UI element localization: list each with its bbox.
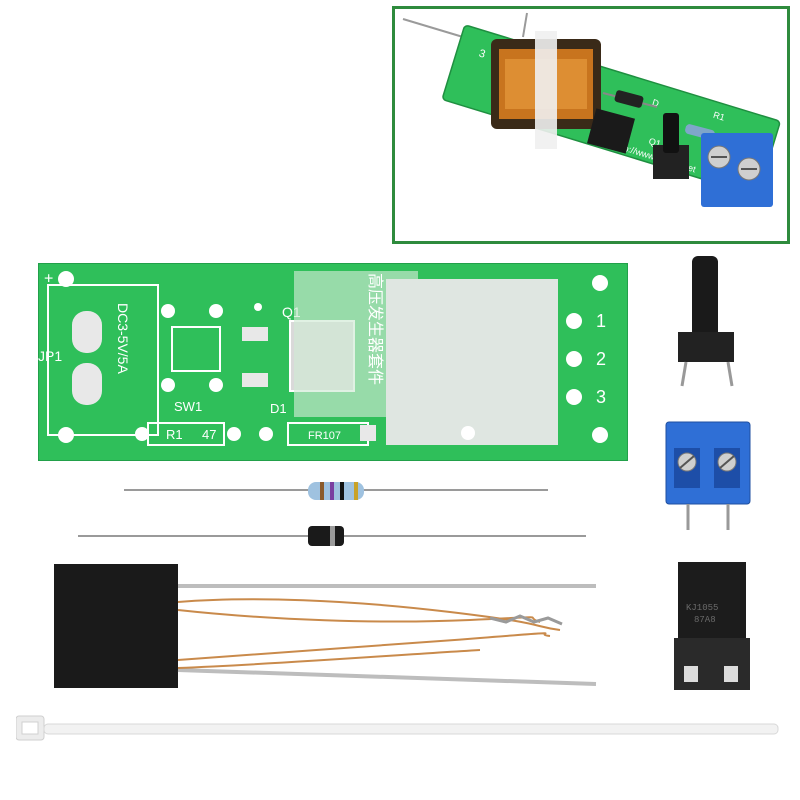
pin3-label: 3 bbox=[596, 387, 606, 407]
inset-terminal-block bbox=[701, 133, 773, 207]
diode-ref: D1 bbox=[270, 401, 287, 416]
side-chinese-label: 高压发生器套件 bbox=[366, 273, 384, 385]
hv-wire bbox=[522, 12, 528, 38]
minus-label: — bbox=[84, 426, 98, 442]
tactile-switch bbox=[678, 256, 734, 387]
inset-diode-ref: D bbox=[651, 97, 661, 109]
connector-ref: JP1 bbox=[38, 348, 62, 364]
bare-pcb: + — JP1 DC3-5V/5A SW1 Q1 D1 FR107 R1 47 bbox=[38, 263, 628, 461]
plus-label: + bbox=[44, 270, 53, 287]
inset-pin-label: 3 bbox=[477, 48, 486, 61]
sw1-footprint bbox=[171, 326, 221, 372]
cable-tie-part bbox=[16, 715, 779, 741]
mosfet-part: KJ1055 87A8 bbox=[674, 562, 750, 690]
input-voltage-label: DC3-5V/5A bbox=[115, 303, 131, 374]
pin1-label: 1 bbox=[596, 311, 606, 331]
mosfet-marking-2: 87A8 bbox=[694, 615, 716, 625]
inset-transformer bbox=[491, 31, 601, 149]
resistor-part bbox=[124, 482, 548, 500]
resistor-value: 47 bbox=[202, 427, 216, 442]
pcb-board-image: + — JP1 DC3-5V/5A SW1 Q1 D1 FR107 R1 47 bbox=[38, 263, 628, 461]
jp1-pad bbox=[72, 363, 102, 405]
inset-resistor-ref: R1 bbox=[712, 110, 726, 123]
inset-diode bbox=[602, 90, 658, 108]
inset-photo: 3 http://www.haodiy.net + D Q1 R1 bbox=[392, 6, 790, 244]
screw-terminal-block bbox=[665, 421, 751, 530]
inset-cable-tie bbox=[535, 31, 557, 149]
diode-value: FR107 bbox=[308, 430, 341, 442]
resistor-ref: R1 bbox=[166, 427, 183, 442]
diode-part bbox=[78, 526, 586, 546]
assembled-kit-image: 3 http://www.haodiy.net + D Q1 R1 bbox=[402, 12, 781, 207]
inset-switch bbox=[653, 113, 689, 179]
mount-hole bbox=[58, 271, 74, 287]
transformer-pad bbox=[386, 279, 558, 445]
inset-mosfet bbox=[587, 108, 635, 154]
mount-hole bbox=[592, 427, 608, 443]
mount-hole bbox=[58, 427, 74, 443]
hv-transformer-part bbox=[54, 564, 597, 688]
mosfet-marking-1: KJ1055 bbox=[686, 603, 718, 613]
pin2-label: 2 bbox=[596, 349, 606, 369]
switch-ref: SW1 bbox=[174, 399, 202, 414]
jp1-pad bbox=[72, 311, 102, 353]
mount-hole bbox=[592, 275, 608, 291]
